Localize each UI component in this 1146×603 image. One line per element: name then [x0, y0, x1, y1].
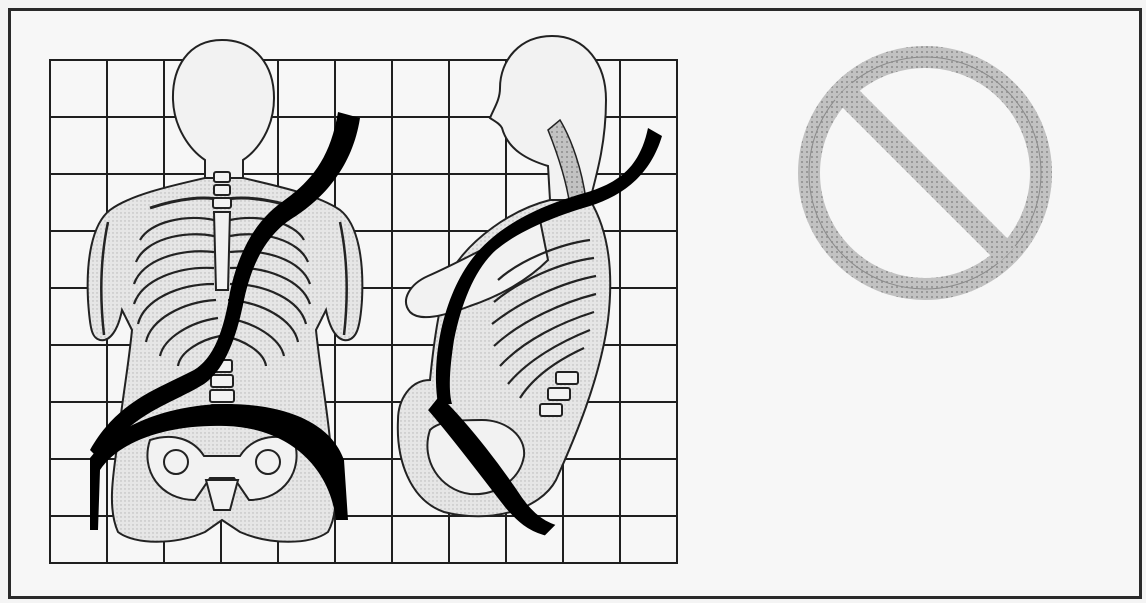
- no-symbol-icon: [809, 57, 1041, 289]
- side-head: [490, 36, 606, 200]
- side-view-skeleton: [398, 36, 662, 532]
- front-head: [173, 40, 274, 178]
- front-view-skeleton: [88, 40, 363, 542]
